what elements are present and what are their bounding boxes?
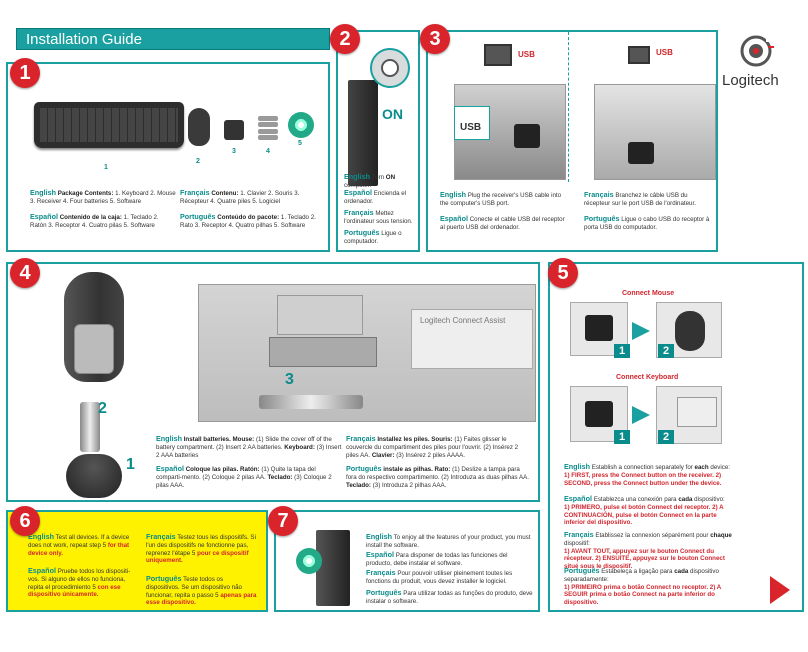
step-badge-1: 1: [10, 58, 40, 88]
panel-step-7: English To enjoy all the features of you…: [274, 510, 540, 612]
header-bar: Installation Guide: [16, 28, 330, 50]
desktop-monitor-icon: [484, 44, 512, 66]
connect-step-2-mouse: 2: [658, 344, 674, 358]
usb-label-desktop: USB: [518, 50, 535, 59]
step6-french-text: Français Testez tous les dispositifs. Si…: [146, 532, 256, 565]
usb-zoom-desktop: [454, 106, 490, 140]
step1-portuguese-text: Português Conteúdo do pacote: 1. Teclado…: [180, 212, 316, 229]
connect-keyboard-title: Connect Keyboard: [616, 374, 679, 381]
battery-cover-image: [66, 454, 122, 498]
software-install-image: [316, 530, 350, 606]
on-label: ON: [382, 106, 403, 122]
step-badge-3: 3: [420, 24, 450, 54]
power-button-zoom: [370, 48, 410, 88]
step5-spanish-text: Español Establezca una conexión para cad…: [564, 494, 725, 527]
step7-spanish-text: Español Para disponer de todas las funci…: [366, 550, 508, 567]
item-number-5: 5: [298, 140, 302, 147]
item-number-2: 2: [196, 158, 200, 165]
receiver-laptop-image: [628, 142, 654, 164]
mouse-step-label-1: 1: [126, 456, 135, 473]
step5-french-text: Français Etablissez la connexion séparém…: [564, 530, 732, 570]
laptop-side-image: [594, 84, 716, 180]
batteries-image: [258, 116, 280, 140]
software-cd-image: [288, 112, 314, 138]
arrow-right-icon: [632, 322, 650, 340]
battery-compartment-image: [269, 337, 377, 367]
step3-english-text: English Plug the receiver's USB cable in…: [440, 190, 562, 207]
logitech-logo: Logitech: [718, 34, 798, 94]
step2-portuguese-text: Português Ligue o computador.: [344, 228, 402, 245]
step-badge-7: 7: [268, 506, 298, 536]
step2-english-text: English Turn ON computer.: [344, 172, 396, 189]
keyboard-underside-image: 3 Logitech Connect Assist: [198, 284, 536, 422]
step3-french-text: Français Branchez le câble USB du récept…: [584, 190, 696, 207]
step5-english-text: English Establish a connection separatel…: [564, 462, 730, 487]
step1-french-text: Français Contenu: 1. Clavier 2. Souris 3…: [180, 188, 300, 205]
connect-step-1-keyboard: 1: [614, 430, 630, 444]
receiver-image: [224, 120, 244, 140]
step7-french-text: Français Pour pouvoir utiliser pleinemen…: [366, 568, 513, 585]
item-number-3: 3: [232, 148, 236, 155]
item-number-1: 1: [104, 164, 108, 171]
panel-step-5: Connect Mouse 1 2 Connect Keyboard 1 2 E…: [548, 262, 804, 612]
cd-disc-icon: [296, 548, 322, 574]
arrow-right-icon-2: [632, 406, 650, 424]
computer-tower-image: [348, 80, 378, 186]
step4-english-text: English Install batteries. Mouse: (1) Sl…: [156, 434, 342, 459]
connect-step-2-keyboard: 2: [658, 430, 674, 444]
brand-name: Logitech: [722, 72, 779, 89]
step-badge-2: 2: [330, 24, 360, 54]
panel-step-1: 1 2 3 4 5 English Package Contents: 1. K…: [6, 62, 330, 252]
page-title: Installation Guide: [26, 31, 142, 48]
laptop-icon: [628, 46, 650, 64]
step6-spanish-text: Español Pruebe todos los dispositi-vos. …: [28, 566, 131, 599]
step4-portuguese-text: Português instale as pilhas. Rato: (1) D…: [346, 464, 529, 489]
step1-spanish-text: Español Contenido de la caja: 1. Teclado…: [30, 212, 159, 229]
step1-english-text: English Package Contents: 1. Keyboard 2.…: [30, 188, 176, 205]
step2-french-text: Français Mettez l'ordinateur sous tensio…: [344, 208, 413, 225]
step-badge-5: 5: [548, 258, 578, 288]
step7-english-text: English To enjoy all the features of you…: [366, 532, 531, 549]
connect-mouse-title: Connect Mouse: [622, 290, 675, 297]
step-badge-6: 6: [10, 506, 40, 536]
step-badge-4: 4: [10, 258, 40, 288]
receiver-desktop-image: [514, 124, 540, 148]
connect-assist-label: Logitech Connect Assist: [411, 309, 533, 369]
usb-zoom-label: USB: [460, 122, 482, 133]
panel-step-3: USB USB USB English Plug the receiver's …: [426, 30, 718, 252]
keyboard-step-label-3: 3: [285, 371, 294, 388]
step4-french-text: Français Installez les piles. Souris: (1…: [346, 434, 519, 459]
mouse-image: [188, 108, 210, 146]
step3-portuguese-text: Português Ligue o cabo USB do receptor à…: [584, 214, 710, 231]
step5-portuguese-text: Português Estabeleça a ligação para cada…: [564, 566, 721, 606]
step6-english-text: English Test all devices. If a device do…: [28, 532, 130, 557]
panel-step-6: English Test all devices. If a device do…: [6, 510, 268, 612]
step7-portuguese-text: Português Para utilizar todas as funções…: [366, 588, 533, 605]
logitech-eye-icon: [740, 35, 775, 67]
panel-step-2: ON English Turn ON computer. Español Enc…: [336, 30, 420, 252]
connect-step-1-mouse: 1: [614, 344, 630, 358]
panel-step-4: 1 2 3 Logitech Connect Assist English In…: [6, 262, 540, 502]
aa-battery-image: [80, 402, 100, 452]
mouse-step-label-2: 2: [98, 400, 107, 417]
step6-portuguese-text: Português Teste todos os dispositivos. S…: [146, 574, 257, 607]
next-page-arrow-icon[interactable]: [770, 576, 790, 604]
usb-label-laptop: USB: [656, 48, 673, 57]
step4-spanish-text: Español Coloque las pilas. Ratón: (1) Qu…: [156, 464, 332, 489]
keyboard-image: [34, 102, 184, 148]
step3-spanish-text: Español Conecte el cable USB del recepto…: [440, 214, 565, 231]
step2-spanish-text: Español Encienda el ordenador.: [344, 188, 407, 205]
item-number-4: 4: [266, 148, 270, 155]
